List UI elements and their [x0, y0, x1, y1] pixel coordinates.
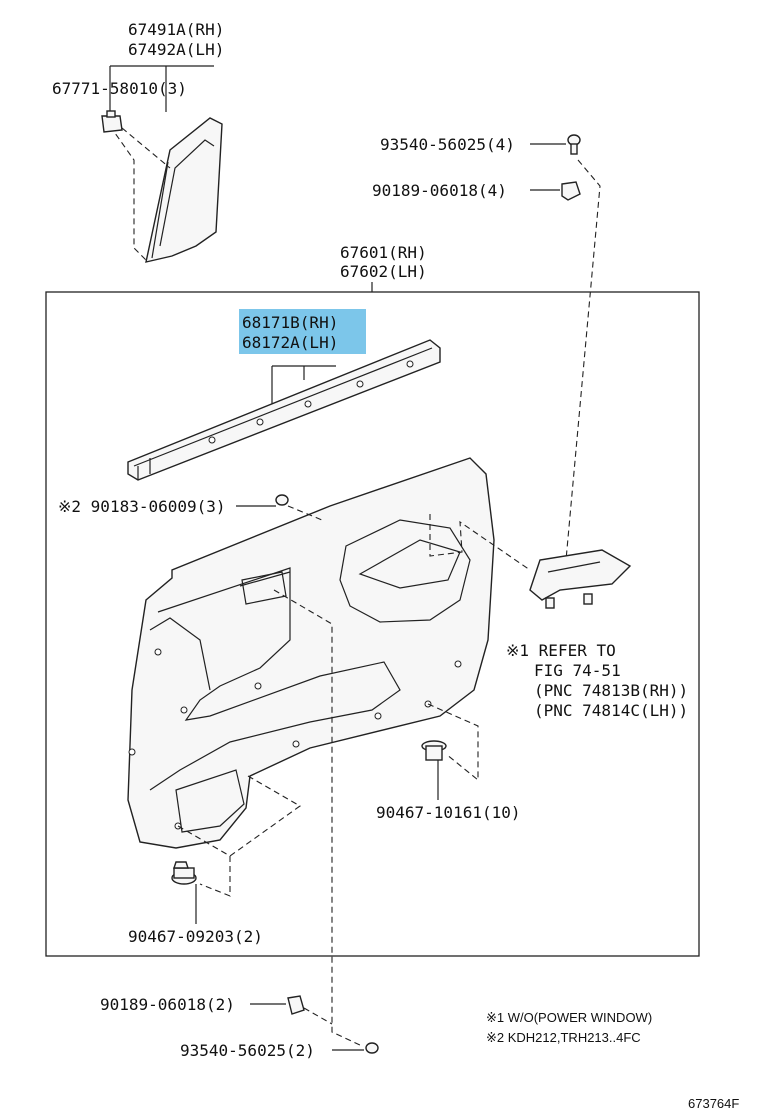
label-67492: 67492A(LH)	[128, 40, 224, 59]
label-67602: 67602(LH)	[340, 262, 427, 281]
door-trim-panel[interactable]	[127, 457, 495, 849]
label-90183: ※2 90183-06009(3)	[58, 497, 226, 516]
note-2: ※2 KDH212,TRH213..4FC	[486, 1030, 641, 1045]
label-67601: 67601(RH)	[340, 243, 427, 262]
clip-90467-10161[interactable]	[421, 740, 447, 761]
refer-line-3: (PNC 74813B(RH))	[534, 681, 688, 700]
label-67491: 67491A(RH)	[128, 20, 224, 39]
highlight-box	[239, 309, 366, 354]
inside-handle-part[interactable]	[529, 549, 632, 609]
retainer-clip-67771[interactable]	[101, 110, 123, 133]
label-90467-09203: 90467-09203(2)	[128, 927, 263, 946]
nut-90189-top[interactable]	[561, 181, 581, 201]
label-68172: 68172A(LH)	[242, 333, 338, 352]
screw-93540-top[interactable]	[567, 134, 581, 155]
refer-line-1: ※1 REFER TO	[506, 641, 616, 660]
label-90189-top: 90189-06018(4)	[372, 181, 507, 200]
figure-id: 673764F	[688, 1096, 739, 1111]
note-1: ※1 W/O(POWER WINDOW)	[486, 1010, 652, 1025]
refer-line-2: FIG 74-51	[534, 661, 621, 680]
refer-line-4: (PNC 74814C(LH))	[534, 701, 688, 720]
upper-garnish-part[interactable]	[145, 117, 223, 263]
label-67771: 67771-58010(3)	[52, 79, 187, 98]
clip-90467-09203[interactable]	[171, 861, 197, 885]
screw-93540-bottom[interactable]	[365, 1042, 379, 1054]
label-90467-10161: 90467-10161(10)	[376, 803, 521, 822]
clip-90183[interactable]	[275, 494, 289, 506]
nut-90189-bottom[interactable]	[287, 995, 305, 1015]
label-68171: 68171B(RH)	[242, 313, 338, 332]
label-93540-top: 93540-56025(4)	[380, 135, 515, 154]
label-90189-bottom: 90189-06018(2)	[100, 995, 235, 1014]
label-93540-bottom: 93540-56025(2)	[180, 1041, 315, 1060]
weatherstrip-part[interactable]	[127, 339, 441, 481]
